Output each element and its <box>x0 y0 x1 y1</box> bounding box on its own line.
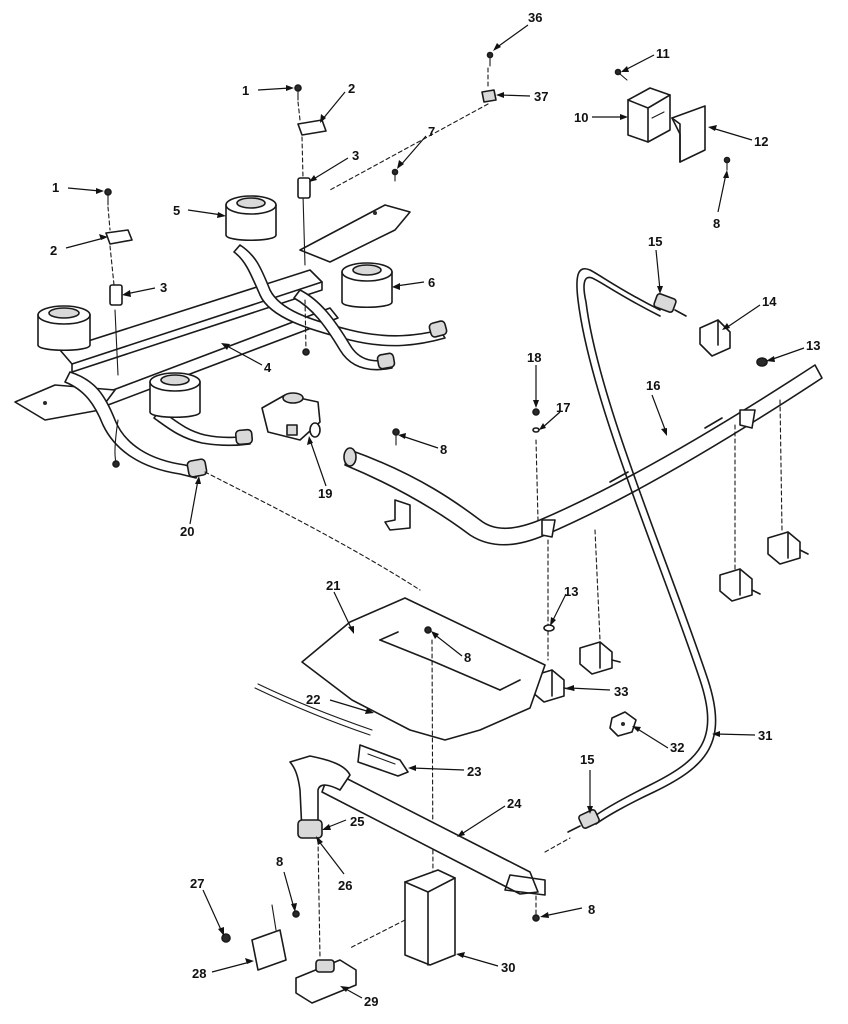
callout-23: 23 <box>467 764 481 779</box>
callout-3: 3 <box>160 280 167 295</box>
callout-37: 37 <box>534 89 548 104</box>
callout-3: 3 <box>352 148 359 163</box>
pressure-regulator <box>261 392 321 441</box>
oven-burner-assembly <box>221 683 637 1004</box>
burner-valve <box>719 568 761 602</box>
burner-head-rear-left <box>37 305 91 351</box>
callout-6: 6 <box>428 275 435 290</box>
callout-14: 14 <box>762 294 777 309</box>
callout-25: 25 <box>350 814 364 829</box>
callout-33: 33 <box>614 684 628 699</box>
callout-11: 11 <box>656 46 670 61</box>
callout-10: 10 <box>574 110 588 125</box>
burner-head-front-left <box>149 372 201 419</box>
callout-leaders <box>65 24 805 999</box>
burner-head-front-right <box>341 262 393 309</box>
burner-valve <box>767 531 809 565</box>
callout-16: 16 <box>646 378 660 393</box>
burner-valve <box>579 641 621 675</box>
callout-32: 32 <box>670 740 684 755</box>
gas-line <box>567 268 717 833</box>
burner-head-rear-right <box>225 195 277 242</box>
fitting-15-bottom <box>567 809 600 833</box>
callout-8: 8 <box>464 650 471 665</box>
callout-21: 21 <box>326 578 340 593</box>
callout-30: 30 <box>501 960 515 975</box>
callout-5: 5 <box>173 203 180 218</box>
callout-numbers: 1 2 3 7 1 2 3 5 6 4 36 37 11 10 12 8 15 … <box>50 10 820 1009</box>
callout-20: 20 <box>180 524 194 539</box>
callout-27: 27 <box>190 876 204 891</box>
callout-8: 8 <box>440 442 447 457</box>
callout-29: 29 <box>364 994 378 1009</box>
callout-2: 2 <box>50 243 57 258</box>
callout-31: 31 <box>758 728 772 743</box>
burner-assembly <box>14 84 448 479</box>
callout-8: 8 <box>588 902 595 917</box>
callout-24: 24 <box>507 796 522 811</box>
small-parts-top <box>329 51 731 191</box>
callout-26: 26 <box>338 878 352 893</box>
callout-18: 18 <box>527 350 541 365</box>
callout-15: 15 <box>648 234 662 249</box>
callout-1: 1 <box>52 180 59 195</box>
callout-15: 15 <box>580 752 594 767</box>
callout-8: 8 <box>713 216 720 231</box>
callout-36: 36 <box>528 10 542 25</box>
callout-2: 2 <box>348 81 355 96</box>
callout-8: 8 <box>276 854 283 869</box>
callout-28: 28 <box>192 966 206 981</box>
callout-13: 13 <box>806 338 820 353</box>
callout-22: 22 <box>306 692 320 707</box>
callout-13: 13 <box>564 584 578 599</box>
callout-1: 1 <box>242 83 249 98</box>
callout-12: 12 <box>754 134 768 149</box>
callout-17: 17 <box>556 400 570 415</box>
callout-19: 19 <box>318 486 332 501</box>
callout-7: 7 <box>428 124 435 139</box>
manifold-assembly <box>343 319 823 703</box>
fitting-15-top <box>653 293 687 317</box>
callout-4: 4 <box>264 360 272 375</box>
